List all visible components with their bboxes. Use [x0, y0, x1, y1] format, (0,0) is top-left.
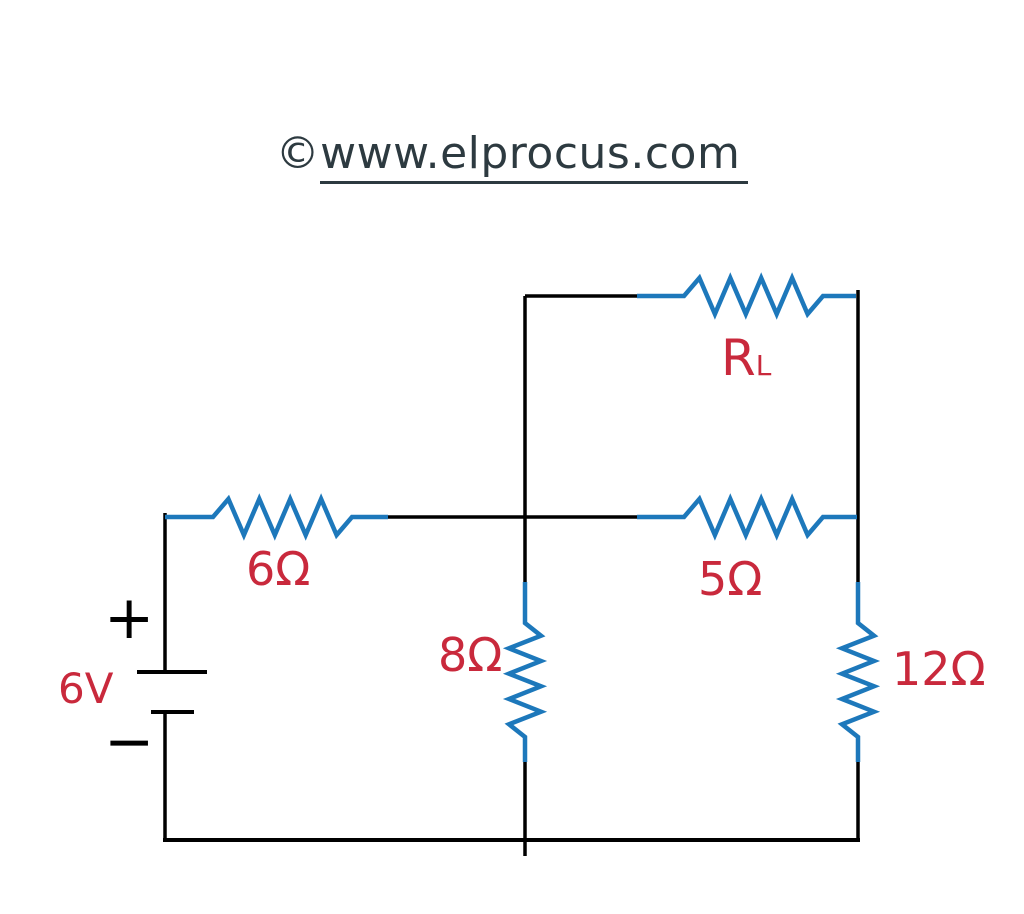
label-resistor-8ohm: 8Ω — [438, 628, 503, 682]
resistor-symbols — [165, 272, 881, 762]
label-resistor-12ohm: 12Ω — [892, 642, 986, 696]
watermark: ©www.elprocus.com — [0, 128, 1024, 184]
resistor-5ohm-symbol — [637, 493, 857, 541]
wires — [163, 290, 860, 856]
label-resistor-load: RL — [721, 333, 771, 383]
watermark-text: www.elprocus.com — [320, 128, 749, 184]
label-resistor-load-subscript: L — [755, 349, 772, 382]
label-resistor-5ohm: 5Ω — [698, 552, 763, 606]
label-resistor-6ohm: 6Ω — [246, 542, 311, 596]
resistor-8ohm-symbol — [502, 582, 548, 762]
watermark-copyright: © — [275, 128, 321, 179]
label-source-voltage: 6V — [58, 664, 114, 713]
resistor-12ohm-symbol — [835, 582, 881, 762]
label-resistor-load-main: R — [721, 329, 756, 387]
plus-sign: + — [104, 583, 155, 653]
resistor-6ohm-symbol — [165, 493, 388, 541]
resistor-load-symbol — [637, 272, 856, 320]
battery-symbol — [137, 670, 207, 714]
minus-sign: − — [104, 707, 155, 777]
